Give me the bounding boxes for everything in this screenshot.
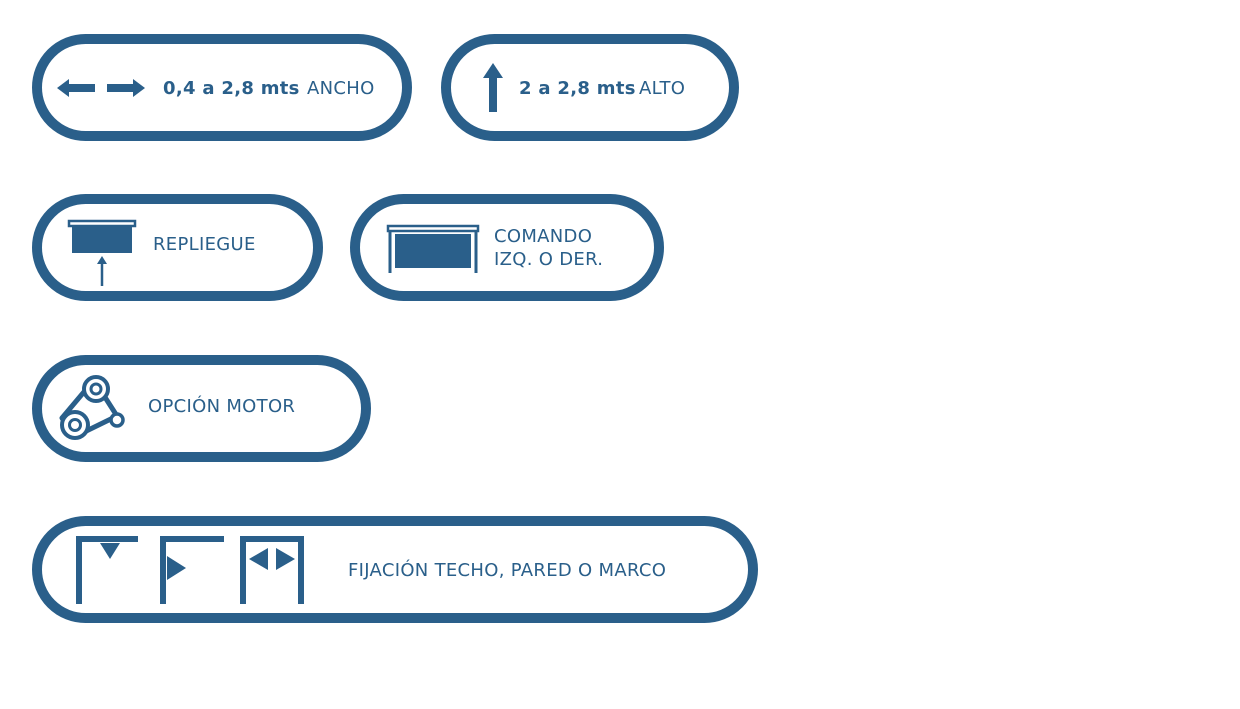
control-label-line1: COMANDO	[494, 226, 593, 247]
mounting-label: FIJACIÓN TECHO, PARED O MARCO	[348, 560, 667, 581]
motor-pulley-icon	[59, 375, 125, 440]
width-label: ANCHO	[307, 78, 375, 99]
motor-feature-pill	[32, 355, 371, 462]
roller-blind-control-icon	[386, 224, 480, 273]
width-feature-pill	[32, 34, 412, 141]
motor-label: OPCIÓN MOTOR	[148, 396, 296, 417]
control-label-line2: IZQ. O DER.	[494, 249, 604, 270]
height-label: ALTO	[639, 78, 686, 99]
width-range-text: 0,4 a 2,8 mts	[163, 78, 300, 99]
height-range-text: 2 a 2,8 mts	[519, 78, 636, 99]
horizontal-arrows-icon	[57, 79, 145, 97]
mounting-feature-pill	[32, 516, 758, 623]
frame-mount-icon	[240, 536, 304, 604]
roller-blind-retract-icon	[67, 219, 137, 286]
ceiling-mount-icon	[76, 536, 138, 604]
wall-mount-icon	[160, 536, 224, 604]
up-arrow-icon	[483, 63, 503, 112]
retraction-label: REPLIEGUE	[153, 234, 256, 255]
